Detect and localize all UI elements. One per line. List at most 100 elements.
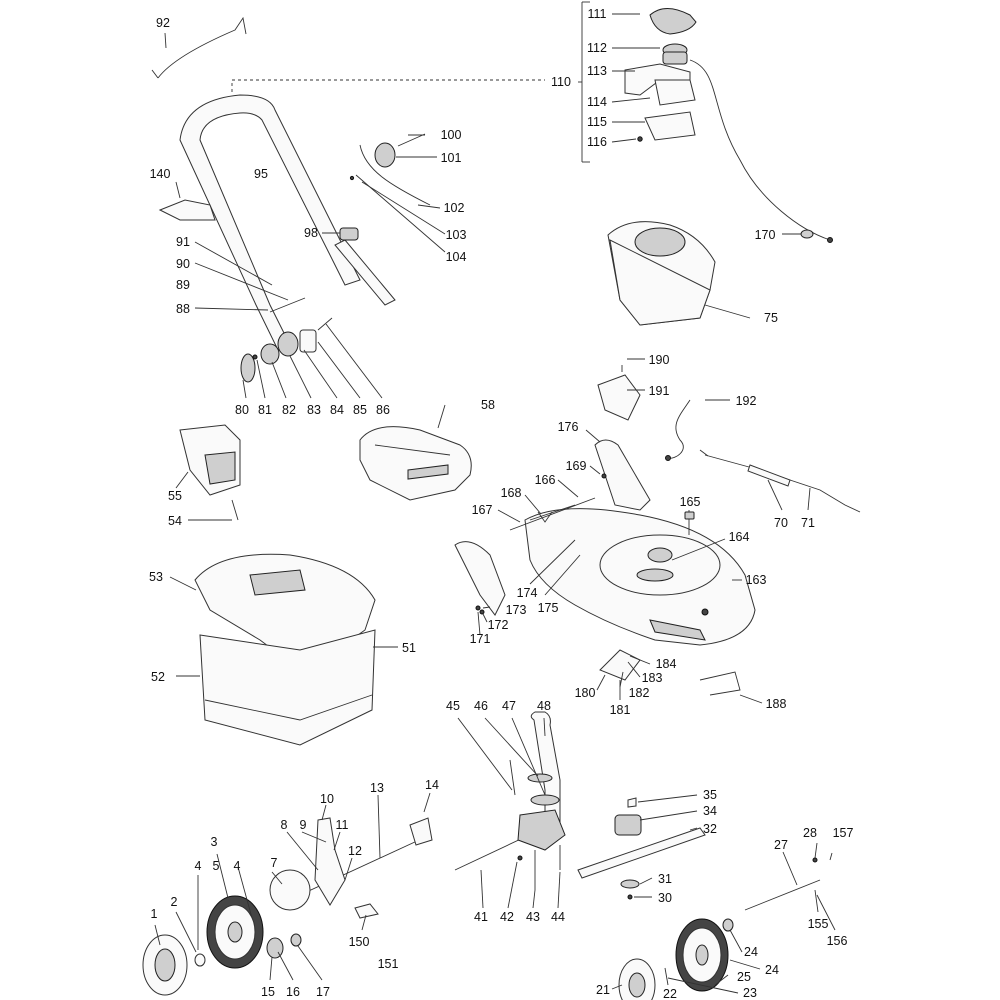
callout: 52 <box>151 670 165 684</box>
callout: 32 <box>703 822 717 836</box>
callout: 80 <box>235 403 249 417</box>
callout: 175 <box>538 601 559 615</box>
callout: 164 <box>729 530 750 544</box>
callout: 165 <box>680 495 701 509</box>
part-45-48-drive <box>509 711 561 828</box>
callout: 140 <box>150 167 171 181</box>
callout: 24 <box>765 963 779 977</box>
callout: 58 <box>481 398 495 412</box>
reference-dashed-line <box>231 79 545 92</box>
callout: 188 <box>766 697 787 711</box>
callout: 100 <box>441 128 462 142</box>
part-176-plate <box>594 439 651 511</box>
callout: 104 <box>446 250 467 264</box>
part-174-rear-flap <box>454 541 506 616</box>
part-190-192 <box>597 365 691 461</box>
part-92-rod <box>151 16 247 79</box>
part-165-bolt <box>684 511 695 535</box>
throttle-cable <box>689 59 831 241</box>
callout: 163 <box>746 573 767 587</box>
part-163-deck <box>524 508 756 646</box>
callout: 172 <box>488 618 509 632</box>
callout: 176 <box>558 420 579 434</box>
callout: 51 <box>402 641 416 655</box>
callout: 116 <box>587 135 607 149</box>
callout: 181 <box>610 703 631 717</box>
callout: 113 <box>587 64 607 78</box>
callout: 45 <box>446 699 460 713</box>
callout: 13 <box>370 781 384 795</box>
callout: 180 <box>575 686 596 700</box>
callout: 85 <box>353 403 367 417</box>
callout: 44 <box>551 910 565 924</box>
callout: 1 <box>151 907 158 921</box>
callout: 70 <box>774 516 788 530</box>
callout: 7 <box>271 856 278 870</box>
part-7-11-bracket <box>269 817 346 911</box>
callout: 16 <box>286 985 300 999</box>
callout: 46 <box>474 699 488 713</box>
callout: 174 <box>517 586 538 600</box>
callout: 151 <box>378 957 399 971</box>
callout: 14 <box>425 778 439 792</box>
part-21-28-wheels-right <box>618 857 821 1000</box>
part-80-86-knob-assembly <box>240 297 333 383</box>
part-70-71-rods <box>699 449 861 513</box>
callout: 173 <box>506 603 527 617</box>
part-140-plate <box>158 199 216 221</box>
part-188-rod <box>699 671 741 696</box>
callout: 23 <box>743 986 757 1000</box>
callout: 111 <box>587 7 606 21</box>
callout: 115 <box>587 115 607 129</box>
callout: 112 <box>587 41 607 55</box>
part-58-cover <box>359 426 472 501</box>
part-52-catcher-bag <box>199 629 376 746</box>
callout: 166 <box>535 473 556 487</box>
callout: 95 <box>254 167 268 181</box>
callout: 110 <box>551 75 571 89</box>
callout: 75 <box>764 311 778 325</box>
callout: 3 <box>211 835 218 849</box>
callout: 150 <box>349 935 370 949</box>
callout: 170 <box>755 228 776 242</box>
callout: 2 <box>171 895 178 909</box>
callout: 4 <box>195 859 202 873</box>
callout: 82 <box>282 403 296 417</box>
callout: 42 <box>500 910 514 924</box>
callout: 157 <box>833 826 854 840</box>
leader-lines <box>154 13 836 994</box>
part-166-169-rods <box>509 473 607 531</box>
callout: 35 <box>703 788 717 802</box>
callout: 192 <box>736 394 757 408</box>
callout: 30 <box>658 891 672 905</box>
callout: 114 <box>587 95 607 109</box>
callout: 191 <box>649 384 670 398</box>
part-41-44-gearbox <box>454 809 566 890</box>
callout: 43 <box>526 910 540 924</box>
callout: 91 <box>176 235 190 249</box>
callout: 4 <box>234 859 241 873</box>
callout: 25 <box>737 970 751 984</box>
part-53-catcher-top <box>194 553 376 671</box>
callout: 182 <box>629 686 650 700</box>
callout: 90 <box>176 257 190 271</box>
callout: 183 <box>642 671 663 685</box>
callout: 102 <box>444 201 465 215</box>
callout: 171 <box>470 632 491 646</box>
callout: 167 <box>472 503 493 517</box>
callout: 84 <box>330 403 344 417</box>
callout: 54 <box>168 514 182 528</box>
callout: 34 <box>703 804 717 818</box>
part-95-handle <box>179 94 396 351</box>
callout: 184 <box>656 657 677 671</box>
part-75-engine <box>607 221 716 326</box>
callout: 21 <box>596 983 610 997</box>
callout: 41 <box>474 910 488 924</box>
part-55-chute <box>179 424 241 521</box>
callout: 168 <box>501 486 522 500</box>
part-171-173-small <box>475 605 485 615</box>
callout: 17 <box>316 985 330 999</box>
callout: 27 <box>774 838 788 852</box>
callout: 92 <box>156 16 170 30</box>
